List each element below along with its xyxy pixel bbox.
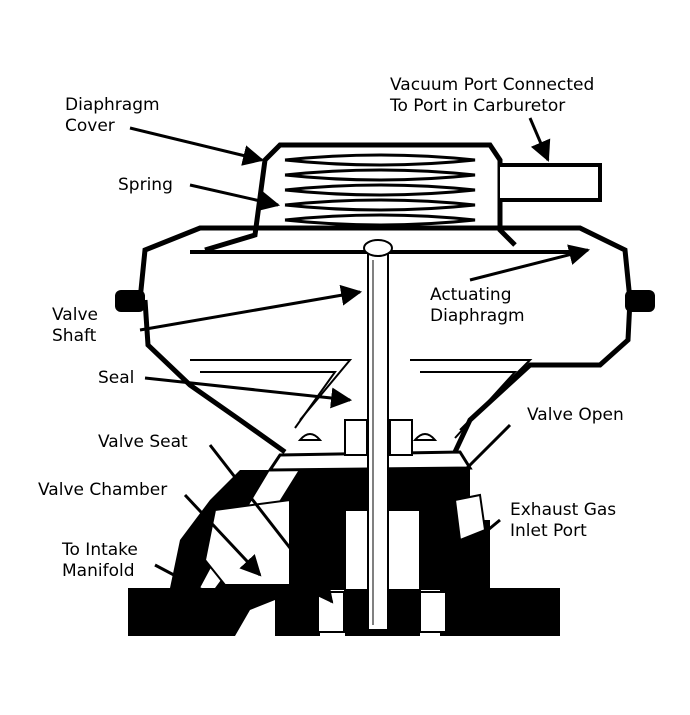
label-seal: Seal — [98, 368, 135, 388]
label-diaphragm-cover: Diaphragm Cover — [65, 95, 160, 136]
left-flange — [115, 290, 145, 312]
diaphragm-cup-lines — [190, 359, 533, 439]
valve-shaft — [363, 239, 393, 631]
label-valve-open: Valve Open — [527, 405, 624, 425]
spring-coils — [284, 153, 476, 227]
leader-arrows — [129, 117, 591, 612]
label-vacuum-port: Vacuum Port Connected To Port in Carbure… — [390, 75, 595, 116]
valve-seat-rings — [317, 591, 447, 633]
inlet-pocket — [453, 493, 487, 542]
label-valve-seat: Valve Seat — [98, 432, 188, 452]
diaphragm-cover — [204, 142, 517, 253]
label-valve-shaft: Valve Shaft — [52, 305, 98, 346]
label-exhaust-gas-inlet-port: Exhaust Gas Inlet Port — [510, 500, 617, 541]
seal-assembly — [297, 419, 438, 456]
label-to-intake-manifold: To Intake Manifold — [62, 540, 138, 581]
valve-chamber — [203, 498, 291, 586]
right-flange — [625, 290, 655, 312]
label-valve-chamber: Valve Chamber — [38, 480, 168, 500]
vacuum-port — [500, 163, 602, 202]
label-actuating-diaphragm: Actuating Diaphragm — [430, 285, 525, 326]
label-spring: Spring — [118, 175, 173, 195]
